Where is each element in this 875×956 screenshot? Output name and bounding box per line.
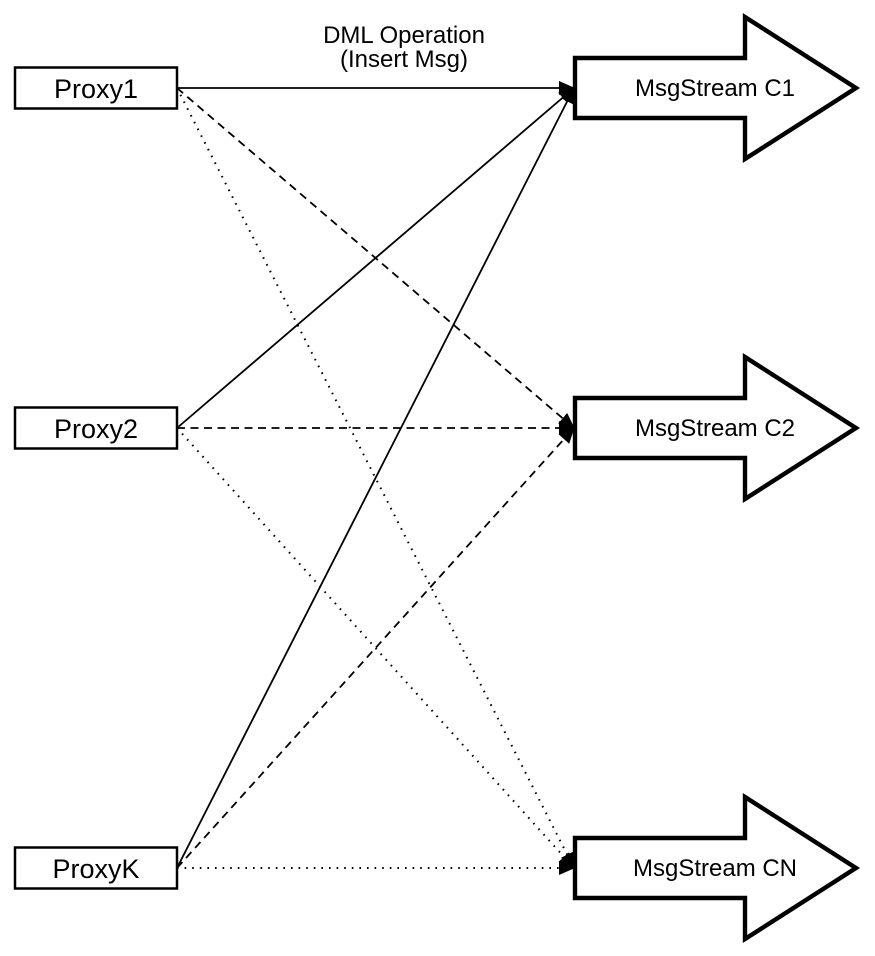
msgstream-arrow-shape bbox=[572, 12, 861, 164]
connection-line-proxy2-c1 bbox=[176, 87, 575, 429]
proxy-label: ProxyK bbox=[52, 854, 139, 884]
diagram-title-line2: (Insert Msg) bbox=[340, 46, 468, 73]
diagram-title-line1: DML Operation bbox=[323, 22, 485, 49]
connection-line-proxyk-c1 bbox=[176, 87, 575, 869]
proxy-label: Proxy2 bbox=[54, 414, 138, 444]
proxy-box bbox=[13, 66, 179, 110]
msgstream-label: MsgStream C1 bbox=[635, 75, 795, 102]
connection-line-proxyk-c2 bbox=[176, 427, 575, 869]
connection-line-proxy1-cn bbox=[176, 87, 575, 869]
proxy-label: Proxy1 bbox=[54, 74, 138, 104]
msgstream-node-cn: MsgStream CN bbox=[572, 792, 861, 944]
connections-layer bbox=[176, 81, 575, 875]
proxy-box bbox=[13, 846, 179, 890]
proxy-node-proxy1: Proxy1 bbox=[13, 66, 179, 110]
proxy-box bbox=[13, 406, 179, 450]
msgstream-label: MsgStream C2 bbox=[635, 415, 795, 442]
proxy-node-proxyk: ProxyK bbox=[13, 846, 179, 890]
msgstream-node-c1: MsgStream C1 bbox=[572, 12, 861, 164]
msgstream-arrow-shape bbox=[572, 792, 861, 944]
msgstream-node-c2: MsgStream C2 bbox=[572, 352, 861, 504]
proxy-node-proxy2: Proxy2 bbox=[13, 406, 179, 450]
msgstream-label: MsgStream CN bbox=[633, 855, 797, 882]
msgstream-arrow-shape bbox=[572, 352, 861, 504]
